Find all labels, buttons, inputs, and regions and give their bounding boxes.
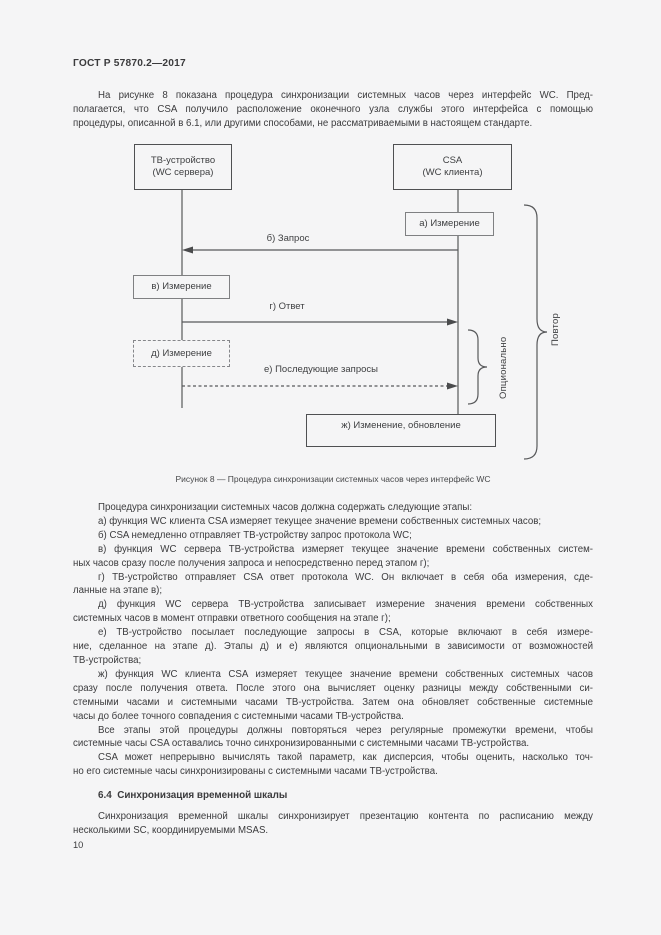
actor-csa-name: CSA	[442, 155, 463, 167]
text-line: Все этапы этой процедуры должны повторят…	[98, 724, 593, 736]
text-line: ж) функция WC клиента CSA измеряет текущ…	[98, 668, 593, 680]
text-line: е) ТВ-устройство посылает последующие за…	[98, 627, 593, 639]
actor-tv-device-role: (WC сервера)	[152, 167, 214, 178]
text-line: г) ТВ-устройство отправляет CSA ответ пр…	[98, 571, 593, 583]
text-line: сразу после получения ответа. После этог…	[73, 682, 593, 694]
text-line: системные часы CSA оставались точно синх…	[73, 738, 530, 750]
text-line: процедуры, описанной в 6.1, или другими …	[73, 118, 533, 130]
brace-optional-label: Опционально	[498, 336, 509, 400]
message-e-subsequent-label: е) Последующие запросы	[264, 364, 378, 375]
text-line: в) функция WC сервера ТВ-устройства изме…	[98, 543, 593, 555]
figure-caption: Рисунок 8 — Процедура синхронизации сист…	[175, 474, 491, 484]
intro-paragraph: На рисунке 8 показана процедура синхрони…	[73, 89, 593, 132]
text-line: но его системные часы синхронизированы с…	[73, 766, 438, 778]
text-line: д) функция WC сервера ТВ-устройства запи…	[98, 599, 593, 611]
text-line: а) функция WC клиента CSA измеряет текущ…	[98, 515, 542, 527]
text-line: полагается, что CSA получило расположени…	[73, 104, 593, 116]
text-line: ТВ-устройства;	[73, 654, 142, 666]
text-line: CSA может непрерывно вычислять такой пар…	[98, 752, 593, 764]
brace-optional	[467, 329, 488, 405]
section-heading: 6.4 Синхронизация временной шкалы	[98, 790, 288, 801]
procedure-steps-text: Процедура синхронизации системных часов …	[73, 501, 593, 779]
text-line: Процедура синхронизации системных часов …	[98, 502, 473, 513]
arrowhead-subsequent	[447, 382, 458, 390]
actor-csa: CSA (WC клиента)	[393, 144, 512, 190]
brace-repeat-label: Повтор	[550, 313, 561, 347]
step-a-measure-box: а) Измерение	[405, 212, 494, 236]
text-line: несколькими SC, координируемыми MSAS.	[73, 824, 269, 836]
arrowhead-request	[182, 246, 193, 254]
text-line: часы до более точного совпадения с систе…	[73, 710, 404, 722]
step-v-measure-box: в) Измерение	[133, 275, 230, 299]
timeline-paragraph: Синхронизация временной шкалы синхронизи…	[73, 810, 593, 838]
text-line: ланные на этапе в);	[73, 585, 163, 597]
text-line: б) CSA немедленно отправляет ТВ-устройст…	[98, 529, 412, 541]
actor-csa-role: (WC клиента)	[422, 167, 483, 178]
text-line: системных часов в момент отправки ответн…	[73, 613, 391, 625]
brace-repeat	[523, 204, 548, 460]
text-line: На рисунке 8 показана процедура синхрони…	[98, 90, 593, 101]
step-d-measure-box: д) Измерение	[133, 340, 230, 367]
actor-tv-device-name: ТВ-устройство	[150, 155, 216, 167]
arrowhead-response	[447, 318, 458, 326]
message-b-request-label: б) Запрос	[266, 233, 310, 244]
document-header: ГОСТ Р 57870.2—2017	[73, 58, 186, 69]
text-line: стемными часами и системными часами ТВ-у…	[73, 696, 593, 708]
message-g-response-label: г) Ответ	[269, 301, 305, 312]
step-zh-update-box: ж) Изменение, обновление	[306, 414, 496, 447]
text-line: Синхронизация временной шкалы синхронизи…	[98, 811, 593, 822]
text-line: ных часов сразу после получения запроса …	[73, 557, 430, 569]
page-number: 10	[73, 840, 84, 850]
text-line: ние, сделанное на этапе д). Этапы д) и е…	[73, 641, 593, 653]
actor-tv-device: ТВ-устройство (WC сервера)	[134, 144, 232, 190]
